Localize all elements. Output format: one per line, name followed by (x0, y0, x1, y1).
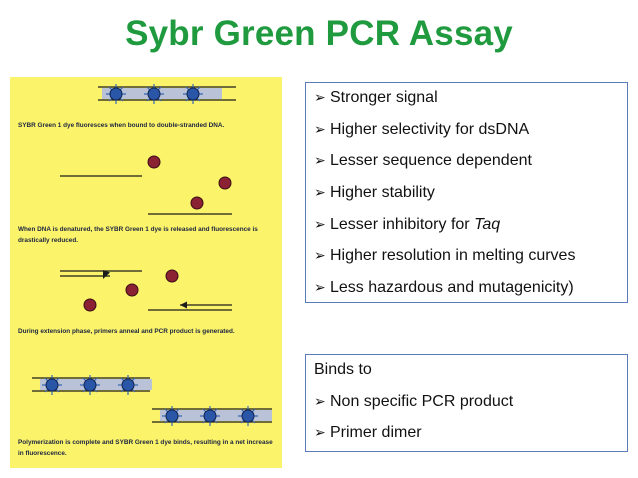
figure-caption-denatured: When DNA is denatured, the SYBR Green 1 … (18, 226, 258, 244)
bullet-arrow-icon: ➢ (314, 216, 326, 232)
binds-heading: Binds to (314, 361, 372, 378)
bullet-arrow-icon: ➢ (314, 393, 326, 409)
list-item: ➢Primer dimer (314, 424, 422, 441)
list-item: ➢Lesser inhibitory for Taq (314, 216, 501, 233)
sybr-green-diagram (32, 83, 272, 427)
list-item: ➢Non specific PCR product (314, 393, 514, 410)
bullet-arrow-icon: ➢ (314, 279, 326, 295)
list-item: ➢Stronger signal (314, 89, 438, 106)
stage3-extension (60, 269, 232, 312)
bullet-arrow-icon: ➢ (314, 424, 326, 440)
stage1-dsdna (98, 83, 236, 105)
sybr-green-figure: SYBR Green 1 dye fluoresces when bound t… (10, 77, 282, 468)
figure-caption-bound: SYBR Green 1 dye fluoresces when bound t… (18, 122, 225, 129)
bullet-arrow-icon: ➢ (314, 89, 326, 105)
binds-box: Binds to ➢Non specific PCR product ➢Prim… (305, 354, 628, 452)
bullet-arrow-icon: ➢ (314, 247, 326, 263)
list-item: ➢Lesser sequence dependent (314, 152, 532, 169)
figure-caption-polymerized: Polymerization is complete and SYBR Gree… (18, 439, 273, 457)
bullet-arrow-icon: ➢ (314, 184, 326, 200)
bullet-arrow-icon: ➢ (314, 121, 326, 137)
list-item: ➢Higher resolution in melting curves (314, 247, 576, 264)
stage4-polymerized (32, 374, 272, 427)
list-item: ➢Less hazardous and mutagenicity) (314, 279, 574, 296)
list-item: ➢Higher selectivity for dsDNA (314, 121, 530, 138)
figure-caption-extension: During extension phase, primers anneal a… (18, 328, 235, 335)
advantages-box: ➢Stronger signal ➢Higher selectivity for… (305, 82, 628, 303)
stage2-denatured (60, 155, 232, 215)
list-item: ➢Higher stability (314, 184, 435, 201)
bullet-arrow-icon: ➢ (314, 152, 326, 168)
slide-title: Sybr Green PCR Assay (125, 14, 513, 53)
